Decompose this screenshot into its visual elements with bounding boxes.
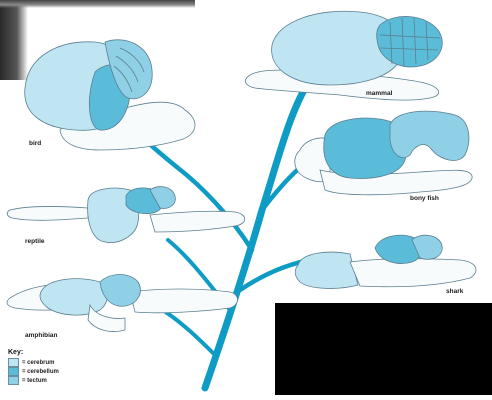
tectum-swatch — [8, 376, 19, 385]
label-mammal: mammal — [366, 90, 392, 97]
label-shark: shark — [446, 288, 463, 295]
cerebrum-swatch — [8, 358, 19, 367]
photo-edge-strip — [0, 0, 195, 8]
shark-brain — [295, 235, 476, 288]
label-amphibian: amphibian — [25, 332, 58, 339]
key-label-cerebellum: = cerebellum — [22, 369, 59, 375]
label-bony-fish: bony fish — [410, 195, 439, 202]
cerebellum-swatch — [8, 367, 19, 376]
redaction-box — [275, 303, 492, 395]
mammal-brain — [245, 11, 442, 100]
key-label-tectum: = tectum — [22, 378, 47, 384]
photo-edge-artifact — [0, 0, 28, 80]
key-title: Key: — [8, 349, 23, 356]
bony-fish-brain — [295, 111, 472, 195]
key-item-cerebrum: = cerebrum — [8, 358, 55, 367]
key-item-cerebellum: = cerebellum — [8, 367, 59, 376]
key-item-tectum: = tectum — [8, 376, 47, 385]
amphibian-brain — [7, 275, 237, 332]
label-reptile: reptile — [25, 238, 45, 245]
bird-brain — [25, 40, 195, 150]
label-bird: bird — [29, 140, 41, 147]
key-label-cerebrum: = cerebrum — [22, 360, 55, 366]
